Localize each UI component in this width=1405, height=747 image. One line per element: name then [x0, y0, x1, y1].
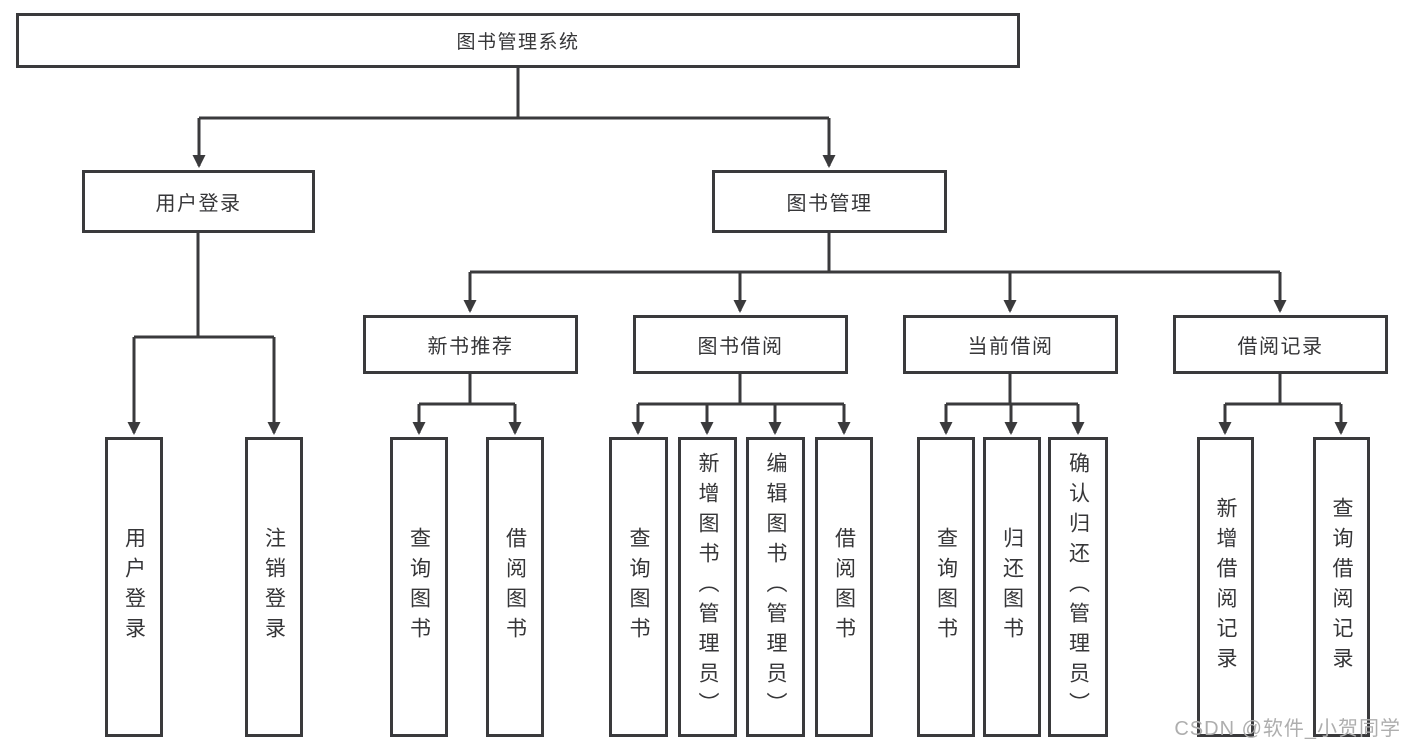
leaf-br-add-record: 新增借阅记录 [1197, 437, 1254, 737]
node-book-management: 图书管理 [712, 170, 947, 233]
leaf-br-query-record-label: 查询借阅记录 [1330, 497, 1353, 677]
leaf-bb-query-book-label: 查询图书 [627, 527, 650, 647]
leaf-cb-return-book: 归还图书 [983, 437, 1041, 737]
leaf-bb-borrow-book-label: 借阅图书 [832, 527, 856, 647]
leaf-cb-confirm-return-admin: 确认归还（管理员） [1048, 437, 1108, 737]
leaf-nbr-query-book: 查询图书 [390, 437, 448, 737]
leaf-nbr-query-book-label: 查询图书 [407, 527, 431, 647]
leaf-bb-edit-book-admin-label: 编辑图书（管理员） [764, 452, 787, 722]
leaf-cb-confirm-return-admin-label: 确认归还（管理员） [1066, 452, 1090, 722]
node-book-borrowing: 图书借阅 [633, 315, 848, 374]
node-current-borrowing: 当前借阅 [903, 315, 1118, 374]
leaf-logout: 注销登录 [245, 437, 303, 737]
leaf-nbr-borrow-book: 借阅图书 [486, 437, 544, 737]
leaf-bb-query-book: 查询图书 [609, 437, 668, 737]
leaf-bb-add-book-admin: 新增图书（管理员） [678, 437, 737, 737]
leaf-br-add-record-label: 新增借阅记录 [1214, 497, 1237, 677]
leaf-logout-label: 注销登录 [262, 527, 286, 647]
leaf-user-login-label: 用户登录 [122, 527, 146, 647]
leaf-cb-return-book-label: 归还图书 [1000, 527, 1024, 647]
leaf-bb-add-book-admin-label: 新增图书（管理员） [696, 452, 719, 722]
leaf-cb-query-book-label: 查询图书 [934, 527, 958, 647]
leaf-nbr-borrow-book-label: 借阅图书 [503, 527, 527, 647]
node-root-system: 图书管理系统 [16, 13, 1020, 68]
leaf-cb-query-book: 查询图书 [917, 437, 975, 737]
node-new-book-recommendation: 新书推荐 [363, 315, 578, 374]
leaf-bb-edit-book-admin: 编辑图书（管理员） [746, 437, 805, 737]
csdn-watermark: CSDN @软件_小贺同学 [1174, 718, 1401, 740]
node-user-login-group: 用户登录 [82, 170, 315, 233]
leaf-bb-borrow-book: 借阅图书 [815, 437, 873, 737]
node-borrowing-records: 借阅记录 [1173, 315, 1388, 374]
leaf-br-query-record: 查询借阅记录 [1313, 437, 1370, 737]
leaf-user-login: 用户登录 [105, 437, 163, 737]
